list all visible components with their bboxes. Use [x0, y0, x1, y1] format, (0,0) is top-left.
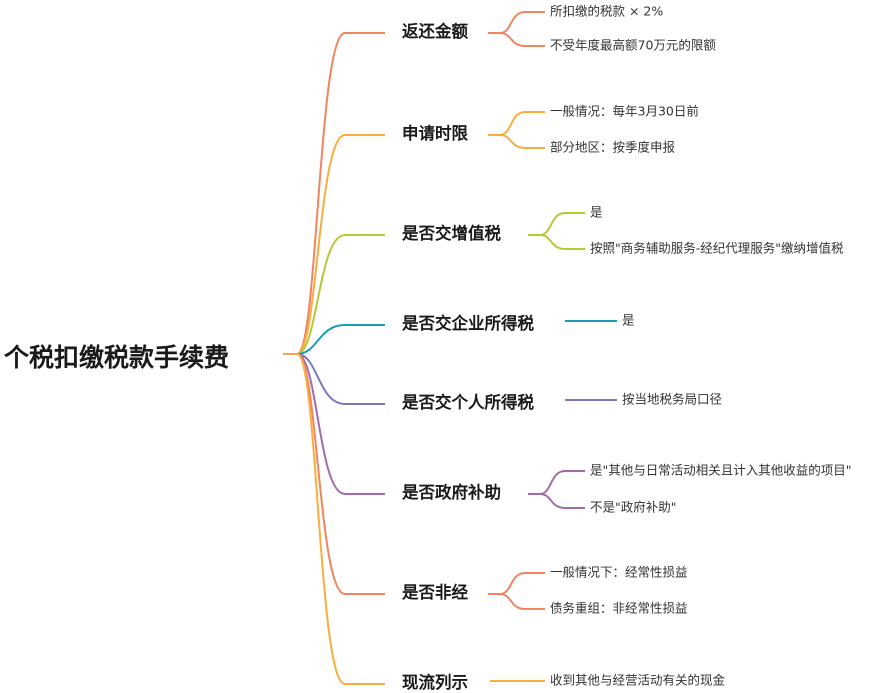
- leaf-topic[interactable]: 是"其他与日常活动相关且计入其他收益的项目": [590, 462, 852, 478]
- leaf-topic[interactable]: 不是"政府补助": [590, 499, 677, 515]
- leaf-connector: [488, 593, 545, 610]
- leaf-connector: [488, 32, 545, 47]
- leaf-topic[interactable]: 按当地税务局口径: [622, 391, 723, 407]
- root-topic[interactable]: 个税扣缴税款手续费: [4, 343, 230, 372]
- branch-connector: [296, 324, 385, 355]
- leaf-connector: [528, 493, 585, 509]
- leaf-topic[interactable]: 部分地区：按季度申报: [550, 139, 676, 155]
- leaf-topic[interactable]: 收到其他与经营活动有关的现金: [550, 672, 726, 688]
- leaf-connector: [488, 111, 545, 136]
- branch-connector: [296, 32, 385, 355]
- branch-connector: [296, 353, 385, 405]
- leaf-connector: [488, 11, 545, 34]
- branch-topic[interactable]: 现流列示: [402, 673, 468, 692]
- leaf-connector: [528, 470, 585, 495]
- branch-connector: [296, 353, 385, 685]
- leaf-topic[interactable]: 是: [622, 312, 635, 328]
- leaf-connector: [488, 572, 545, 595]
- branch-topic[interactable]: 是否交个人所得税: [402, 393, 534, 412]
- leaf-topic[interactable]: 所扣缴的税款 × 2%: [550, 3, 664, 19]
- leaf-topic[interactable]: 按照"商务辅助服务-经纪代理服务"缴纳增值税: [590, 240, 844, 256]
- leaf-connector: [488, 134, 545, 149]
- branch-topic[interactable]: 是否交增值税: [402, 224, 501, 243]
- branch-connector: [296, 353, 385, 595]
- branch-connector: [296, 134, 385, 355]
- branch-connector: [296, 234, 385, 355]
- leaf-connector: [528, 212, 585, 236]
- leaf-topic[interactable]: 不受年度最高额70万元的限额: [550, 37, 716, 53]
- branch-topic[interactable]: 是否政府补助: [402, 483, 501, 502]
- branch-connector: [296, 353, 385, 495]
- branch-topic[interactable]: 返还金额: [402, 22, 468, 41]
- leaf-topic[interactable]: 一般情况：每年3月30日前: [550, 103, 699, 119]
- branch-topic[interactable]: 是否非经: [402, 583, 468, 602]
- leaf-connector: [528, 234, 585, 250]
- leaf-topic[interactable]: 是: [590, 204, 603, 220]
- leaf-topic[interactable]: 债务重组：非经常性损益: [550, 600, 688, 616]
- branch-topic[interactable]: 是否交企业所得税: [402, 314, 534, 333]
- branch-topic[interactable]: 申请时限: [402, 124, 468, 143]
- leaf-topic[interactable]: 一般情况下：经常性损益: [550, 564, 688, 580]
